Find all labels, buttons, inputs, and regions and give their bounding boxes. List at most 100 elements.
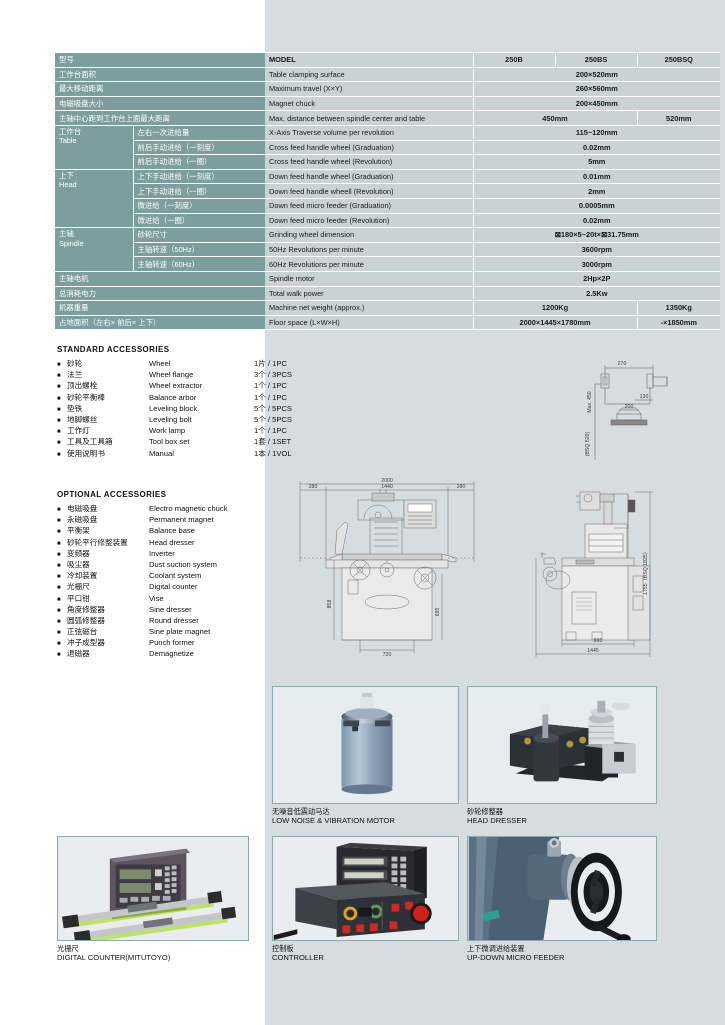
motor-illustration [273,687,458,803]
head-dresser-illustration [468,687,656,803]
photo-frame-motor [272,686,459,804]
table-row: 前后手动进给（一圈）Cross feed handle wheel (Revol… [55,154,721,170]
optional-accessory-item-cn: 砂轮平行修整装置 [67,537,128,547]
standard-accessory-item-qty: 1套 / 1SET [254,437,292,447]
bullet-icon: ■ [57,384,61,391]
row-label-en: Down feed handle wheel (Graduation) [265,169,474,185]
standard-accessory-item-en: Leveling bolt [149,414,192,424]
optional-accessory-item-en: Sine dresser [149,604,192,614]
caption-en-controller: CONTROLLER [272,953,324,962]
row-label-cn: 主轴中心距到工作台上面最大距离 [55,110,266,126]
row-value: 1350Kg [636,300,721,316]
row-label-en: Cross feed handle wheel (Revolution) [265,154,474,170]
table-row: 微进给（一圈）Down feed micro feeder (Revolutio… [55,213,721,229]
sub-label-cn: 前后手动进给（一圈） [133,154,266,170]
standard-accessory-item-cn: 垫铁 [67,403,83,413]
caption-cn-controller: 控制板 [272,944,294,953]
row-value: 0.01mm [472,169,721,185]
standard-accessory-item-en: Work lamp [149,426,186,436]
optional-accessory-item-cn: 圆弧修整器 [67,615,105,625]
side-view-drawing: 1755（BSQ 1825） 995 1445 [535,491,653,657]
row-label-cn: 工作台面积 [55,67,266,83]
model-col-0: 250B [472,52,556,68]
optional-accessory-item-en: Sine plate magnet [149,627,211,637]
standard-accessory-item-en: Manual [149,448,174,458]
caption-en-motor: LOW NOISE & VIBRATION MOTOR [272,816,395,825]
standard-accessory-item-cn: 法兰 [67,370,83,380]
bullet-icon: ■ [57,551,61,558]
dim-1445: 1445 [587,648,599,654]
standard-accessory-item-qty: 3个 / 3PCS [254,370,292,380]
bullet-icon: ■ [57,451,61,458]
dim-858: 858 [327,600,333,609]
optional-accessories-title: OPTIONAL ACCESSORIES [57,490,167,499]
optional-accessory-item-en: Digital counter [149,582,198,592]
row-label-en: X-Axis Traverse volume per revolution [265,125,474,141]
row-value: 2.5Kw [472,286,721,302]
row-value: 3600rpm [472,242,721,258]
optional-accessory-item-en: Punch former [149,638,195,648]
optional-accessory-item-en: Vise [149,593,164,603]
row-value: 0.02mm [472,213,721,229]
optional-accessory-item-cn: 角度修整器 [67,604,105,614]
dim-695: 695 [435,608,441,617]
optional-accessory-item-cn: 退磁器 [67,649,90,659]
sub-label-cn: 左右一次进给量 [133,125,266,141]
model-col-1: 250BS [554,52,638,68]
row-value: -×1850mm [636,315,721,331]
optional-accessory-item-en: Coolant system [149,571,202,581]
bullet-icon: ■ [57,507,61,513]
caption-en-head-dresser: HEAD DRESSER [467,816,527,825]
caption-cn-motor: 无噪音低震动马达 [272,807,330,816]
digital-counter-illustration [58,837,248,940]
caption-cn-head-dresser: 砂轮修整器 [467,807,503,816]
dim-130: 130 [640,394,649,400]
row-label-en: Maximum travel (X×Y) [265,81,474,97]
photo-card-micro-feeder: 上下微调进给装置 UP-DOWN MICRO FEEDER [467,836,657,963]
row-value: 0.02mm [472,140,721,156]
optional-accessory-item-en: Dust suction system [149,559,217,569]
optional-accessory-item-cn: 吸尘器 [67,559,90,569]
standard-accessory-item-cn: 使用说明书 [67,448,105,458]
caption-cn-digital-counter: 光栅尺 [57,944,79,953]
optional-accessory-item-en: Electro magnetic chuck [149,504,228,513]
caption-cn-micro-feeder: 上下微调进给装置 [467,944,525,953]
row-label-en: Machine net weight (approx.) [265,300,474,316]
photo-frame-micro-feeder [467,836,657,941]
bullet-icon: ■ [57,540,61,547]
optional-accessory-item-cn: 冷却装置 [67,571,98,581]
standard-accessory-item-qty: 1个 / 1PC [254,381,287,391]
table-row: 前后手动进给（一刻度）Cross feed handle wheel (Grad… [55,140,721,156]
row-value: 260×560mm [472,81,721,97]
dim-1440: 1440 [381,484,393,490]
row-value: 3000rpm [472,256,721,272]
dim-280-right: 280 [457,484,466,490]
front-view-drawing: 2000 1440 280 280 858 695 720 [299,478,475,658]
optional-accessory-item-cn: 冲子成型器 [67,638,105,648]
row-label-en: Cross feed handle wheel (Graduation) [265,140,474,156]
bullet-icon: ■ [57,652,61,659]
sub-label-cn: 砂轮尺寸 [133,227,266,243]
standard-accessory-item-cn: 顶出螺栓 [67,381,98,391]
bullet-icon: ■ [57,518,61,525]
optional-accessory-item-cn: 光栅尺 [67,582,90,592]
